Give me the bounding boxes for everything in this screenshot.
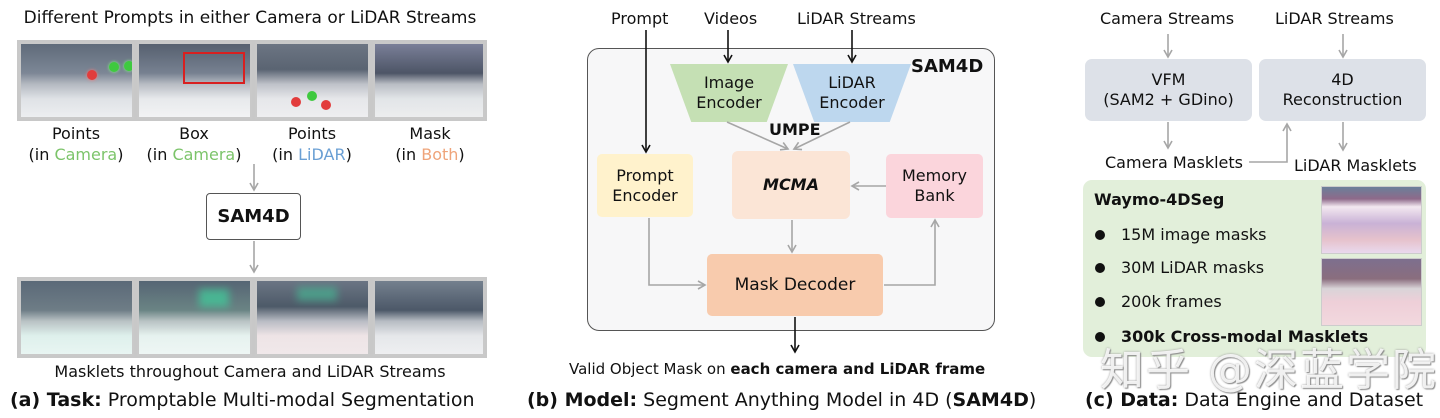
positive-point-icon [109, 62, 119, 72]
prompts-title: Different Prompts in either Camera or Li… [23, 8, 477, 28]
prompt-tile-points-camera [19, 42, 134, 119]
image-encoder-label: Image Encoder [696, 73, 762, 112]
input-videos-label: Videos [704, 9, 758, 28]
label-prefix: (in [146, 145, 173, 164]
vfm-box: VFM (SAM2 + GDino) [1085, 59, 1252, 121]
modality-label: Camera [54, 145, 118, 164]
dataset-item-text: 15M image masks [1121, 225, 1267, 244]
prompt-encoder-box: Prompt Encoder [597, 154, 693, 217]
masklet-tile [255, 279, 370, 356]
label-suffix: ) [345, 145, 352, 164]
dataset-item-text: 300k Cross-modal Masklets [1121, 327, 1369, 346]
masklet-tile [19, 279, 134, 356]
caption-text: Promptable Multi-modal Segmentation [101, 389, 475, 411]
lidar-encoder-label: LiDAR Encoder [819, 73, 885, 112]
input-lidar-label: LiDAR Streams [797, 9, 916, 28]
caption-a: (a) Task: Promptable Multi-modal Segment… [10, 389, 475, 411]
umpe-label: UMPE [769, 120, 821, 139]
arrow-decoder-to-memory [884, 218, 940, 286]
label-suffix: ) [117, 145, 124, 164]
bullet-icon [1095, 296, 1105, 307]
prompt-image-strip [17, 40, 487, 121]
sam4d-model-box: SAM4D [206, 193, 301, 240]
label-prefix: (in [395, 145, 422, 164]
caption-c: (c) Data: Data Engine and Dataset [1085, 389, 1423, 411]
reconstruction-box: 4D Reconstruction [1259, 59, 1426, 121]
prompt-type-label: Points [51, 124, 101, 143]
dataset-item: 30M LiDAR masks [1095, 258, 1264, 277]
dataset-title: Waymo-4DSeg [1094, 190, 1225, 209]
dataset-image-lidar [1321, 258, 1422, 326]
mcma-box: MCMA [732, 151, 850, 219]
label-prefix: (in [272, 145, 299, 164]
sam4d-container-label: SAM4D [911, 56, 984, 77]
image-encoder-shape [670, 64, 788, 122]
output-prefix: Valid Object Mask on [569, 360, 731, 378]
arrow-lidar-encoder-to-mcma [792, 121, 851, 151]
caption-text: Segment Anything Model in 4D ( [637, 389, 953, 411]
dataset-image-camera [1321, 186, 1422, 254]
lidar-masklets-label: LiDAR Masklets [1294, 156, 1417, 175]
caption-label: (b) Model: [527, 389, 638, 411]
negative-point-icon [87, 70, 97, 80]
caption-close: ) [1028, 389, 1037, 411]
caption-bold: SAM4D [952, 389, 1029, 411]
positive-point-icon [124, 61, 132, 71]
dataset-item: 15M image masks [1095, 225, 1267, 244]
output-description: Valid Object Mask on each camera and LiD… [569, 360, 985, 378]
masklets-title: Masklets throughout Camera and LiDAR Str… [54, 362, 446, 381]
prompt-label-2: Points (in LiDAR) [253, 123, 371, 165]
prompt-tile-box-camera [137, 42, 252, 119]
prompt-type-label: Mask [409, 124, 451, 143]
caption-b: (b) Model: Segment Anything Model in 4D … [527, 389, 1036, 411]
modality-label: Both [421, 145, 459, 164]
negative-point-icon [291, 97, 301, 107]
camera-masklets-label: Camera Masklets [1105, 153, 1243, 172]
mask-highlight [199, 289, 229, 307]
prompt-label-1: Box (in Camera) [135, 123, 253, 165]
memory-bank-box: Memory Bank [886, 154, 983, 218]
label-suffix: ) [235, 145, 242, 164]
dataset-item: 200k frames [1095, 292, 1222, 311]
prompt-tile-points-lidar [255, 42, 370, 119]
prompt-label-3: Mask (in Both) [371, 123, 489, 165]
masklet-tile [137, 279, 252, 356]
lidar-encoder-shape [793, 64, 911, 122]
dataset-item-text: 200k frames [1121, 292, 1222, 311]
dataset-item: 300k Cross-modal Masklets [1095, 327, 1368, 346]
input-prompt-label: Prompt [611, 9, 669, 28]
caption-text: Data Engine and Dataset [1178, 389, 1424, 411]
watermark: 知乎 @深蓝学院 [1100, 345, 1438, 396]
label-suffix: ) [458, 145, 465, 164]
prompt-tile-mask-both [373, 42, 485, 119]
bounding-box-prompt [183, 52, 245, 84]
prompt-type-label: Box [179, 124, 209, 143]
arrow-prompt-encoder-to-decoder [648, 218, 707, 290]
mask-decoder-box: Mask Decoder [707, 254, 883, 316]
prompt-label-0: Points (in Camera) [17, 123, 135, 165]
bullet-icon [1095, 229, 1105, 240]
lidar-streams-label: LiDAR Streams [1275, 9, 1394, 28]
dataset-item-text: 30M LiDAR masks [1121, 258, 1265, 277]
positive-point-icon [307, 91, 317, 101]
bullet-icon [1095, 331, 1105, 342]
mask-highlight [297, 287, 337, 301]
label-prefix: (in [28, 145, 55, 164]
masklet-tile [373, 279, 485, 356]
output-bold: each camera and LiDAR frame [730, 360, 986, 378]
caption-label: (c) Data: [1085, 389, 1179, 411]
prompt-type-label: Points [287, 124, 337, 143]
arrow-image-encoder-to-mcma [726, 121, 790, 151]
modality-label: Camera [172, 145, 236, 164]
masklet-image-strip [17, 277, 487, 358]
caption-label: (a) Task: [10, 389, 102, 411]
camera-streams-label: Camera Streams [1100, 9, 1235, 28]
bullet-icon [1095, 262, 1105, 273]
modality-label: LiDAR [298, 145, 346, 164]
arrow-camera-masklets-to-recon [1249, 122, 1292, 163]
negative-point-icon [321, 100, 331, 110]
